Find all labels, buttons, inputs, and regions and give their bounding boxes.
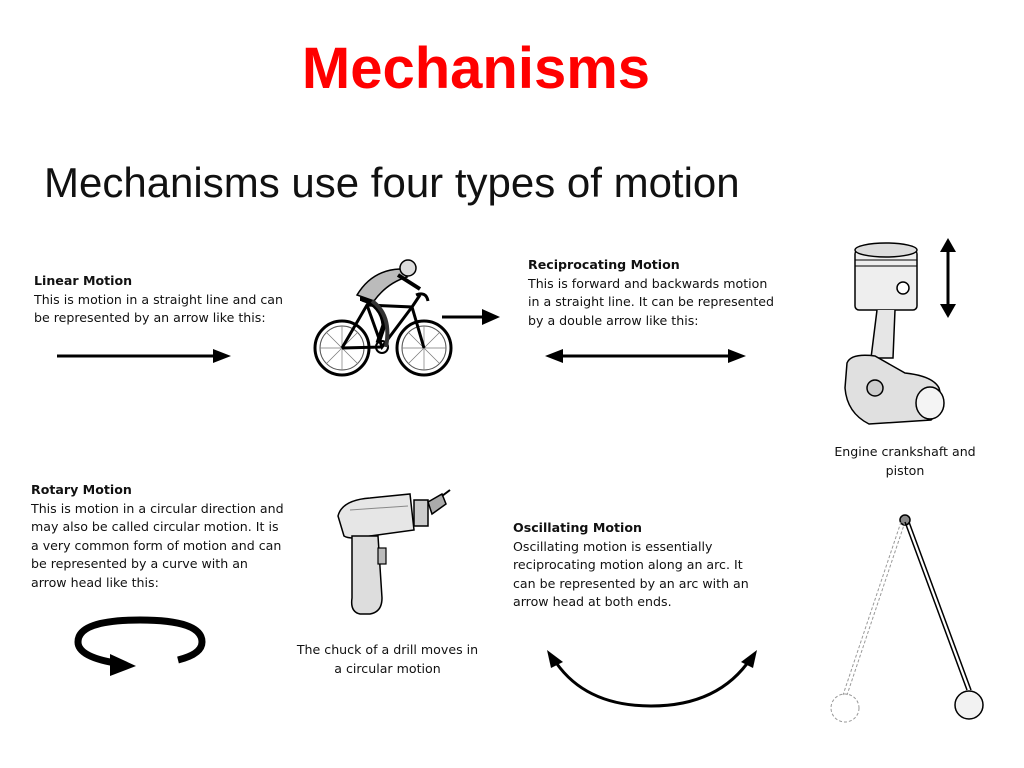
piston-caption: Engine crankshaft and piston xyxy=(834,444,976,478)
rotary-motion-block: Rotary Motion This is motion in a circul… xyxy=(31,481,306,592)
flow-arrow-icon xyxy=(442,309,500,325)
oscillating-motion-text: Oscillating motion is essentially recipr… xyxy=(513,538,749,610)
oscillating-motion-block: Oscillating Motion Oscillating motion is… xyxy=(513,519,783,612)
piston-image xyxy=(844,238,956,425)
reciprocating-motion-heading: Reciprocating Motion xyxy=(528,257,680,272)
oscillating-motion-heading: Oscillating Motion xyxy=(513,520,642,535)
reciprocating-motion-block: Reciprocating Motion This is forward and… xyxy=(528,256,808,330)
slide-title: Mechanisms xyxy=(301,36,651,101)
linear-arrow-icon xyxy=(57,349,231,363)
rotary-motion-heading: Rotary Motion xyxy=(31,482,132,497)
cyclist-image xyxy=(313,259,453,377)
rotary-motion-text: This is motion in a circular direction a… xyxy=(31,500,284,590)
linear-motion-heading: Linear Motion xyxy=(34,273,133,288)
oscillating-arc-icon xyxy=(547,650,757,708)
slide-subtitle: Mechanisms use four types of motion xyxy=(44,159,740,206)
drill-caption: The chuck of a drill moves in a circular… xyxy=(296,642,479,676)
drill-image xyxy=(337,489,451,615)
reciprocating-motion-text: This is forward and backwards motion in … xyxy=(528,275,775,328)
rotary-arrow-icon xyxy=(74,616,206,676)
linear-motion-block: Linear Motion This is motion in a straig… xyxy=(34,272,304,328)
double-arrow-icon xyxy=(545,349,746,363)
linear-motion-text: This is motion in a straight line and ca… xyxy=(34,291,283,326)
pendulum-image xyxy=(830,514,984,723)
